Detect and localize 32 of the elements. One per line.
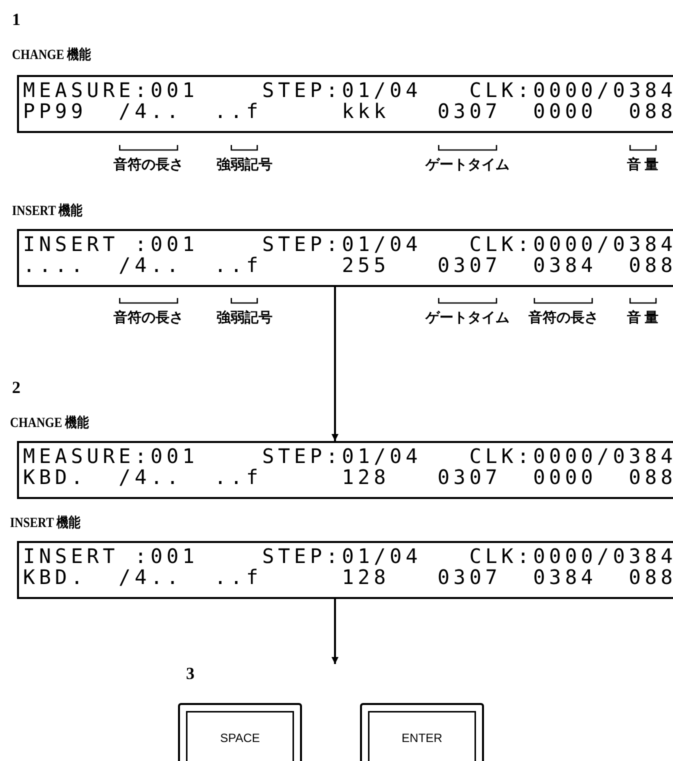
annotation-label: 音符の長さ <box>528 309 598 327</box>
display-text: PP99 /4.. ..f kkk 0307 0000 088 <box>23 101 673 122</box>
annotation-label: ゲートタイム <box>426 156 510 174</box>
annotation-label: ゲートタイム <box>426 310 510 327</box>
display-text: .... /4.. ..f 255 0307 0384 088 <box>23 255 673 276</box>
display-text: INSERT :001 STEP:01/04 CLK:0000/0384 <box>23 234 673 255</box>
keyboard-key: SPACE <box>178 703 302 761</box>
section-heading: INSERT 機能 <box>10 514 80 532</box>
lcd-display <box>17 229 673 287</box>
display-text: MEASURE:001 STEP:01/04 CLK:0000/0384 <box>23 80 673 101</box>
annotation-label: 音符の長さ <box>114 156 184 174</box>
display-text: INSERT :001 STEP:01/04 CLK:0000/0384 <box>23 546 673 567</box>
arrow <box>332 599 338 664</box>
step-number: 3 <box>186 664 194 684</box>
section-heading: CHANGE 機能 <box>10 414 89 432</box>
step-number: 1 <box>12 10 20 30</box>
lcd-display <box>17 75 673 133</box>
lcd-display <box>17 441 673 499</box>
arrow <box>332 287 338 441</box>
step-number: 2 <box>12 378 20 398</box>
lcd-display <box>17 541 673 599</box>
section-heading: INSERT 機能 <box>12 202 82 220</box>
annotation-label: 強弱記号 <box>216 156 272 174</box>
keyboard-key: ENTER <box>360 703 484 761</box>
display-text: MEASURE:001 STEP:01/04 CLK:0000/0384 <box>23 446 673 467</box>
annotation-label: 音 量 <box>627 156 659 174</box>
annotation-label: 強弱記号 <box>216 309 272 327</box>
annotation-label: 音符の長さ <box>114 309 184 327</box>
section-heading: CHANGE 機能 <box>12 46 91 64</box>
annotation-label: 音 量 <box>627 309 659 327</box>
display-text: KBD. /4.. ..f 128 0307 0384 088 <box>23 567 673 588</box>
display-text: KBD. /4.. ..f 128 0307 0000 088 <box>23 467 673 488</box>
